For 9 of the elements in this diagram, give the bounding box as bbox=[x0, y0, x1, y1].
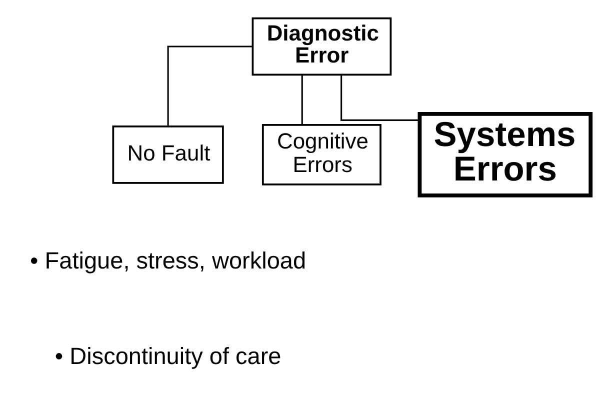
node-box: Cognitive Errors bbox=[262, 124, 382, 186]
connector bbox=[340, 74, 420, 121]
node-box: No Fault bbox=[112, 126, 224, 184]
node-box: Diagnostic Error bbox=[252, 17, 392, 76]
label: • Discontinuity of care bbox=[54, 342, 282, 369]
node-box: Systems Errors bbox=[418, 112, 593, 198]
connector bbox=[167, 46, 253, 126]
connector bbox=[301, 74, 303, 125]
label: • Fatigue, stress, workload bbox=[30, 247, 306, 274]
